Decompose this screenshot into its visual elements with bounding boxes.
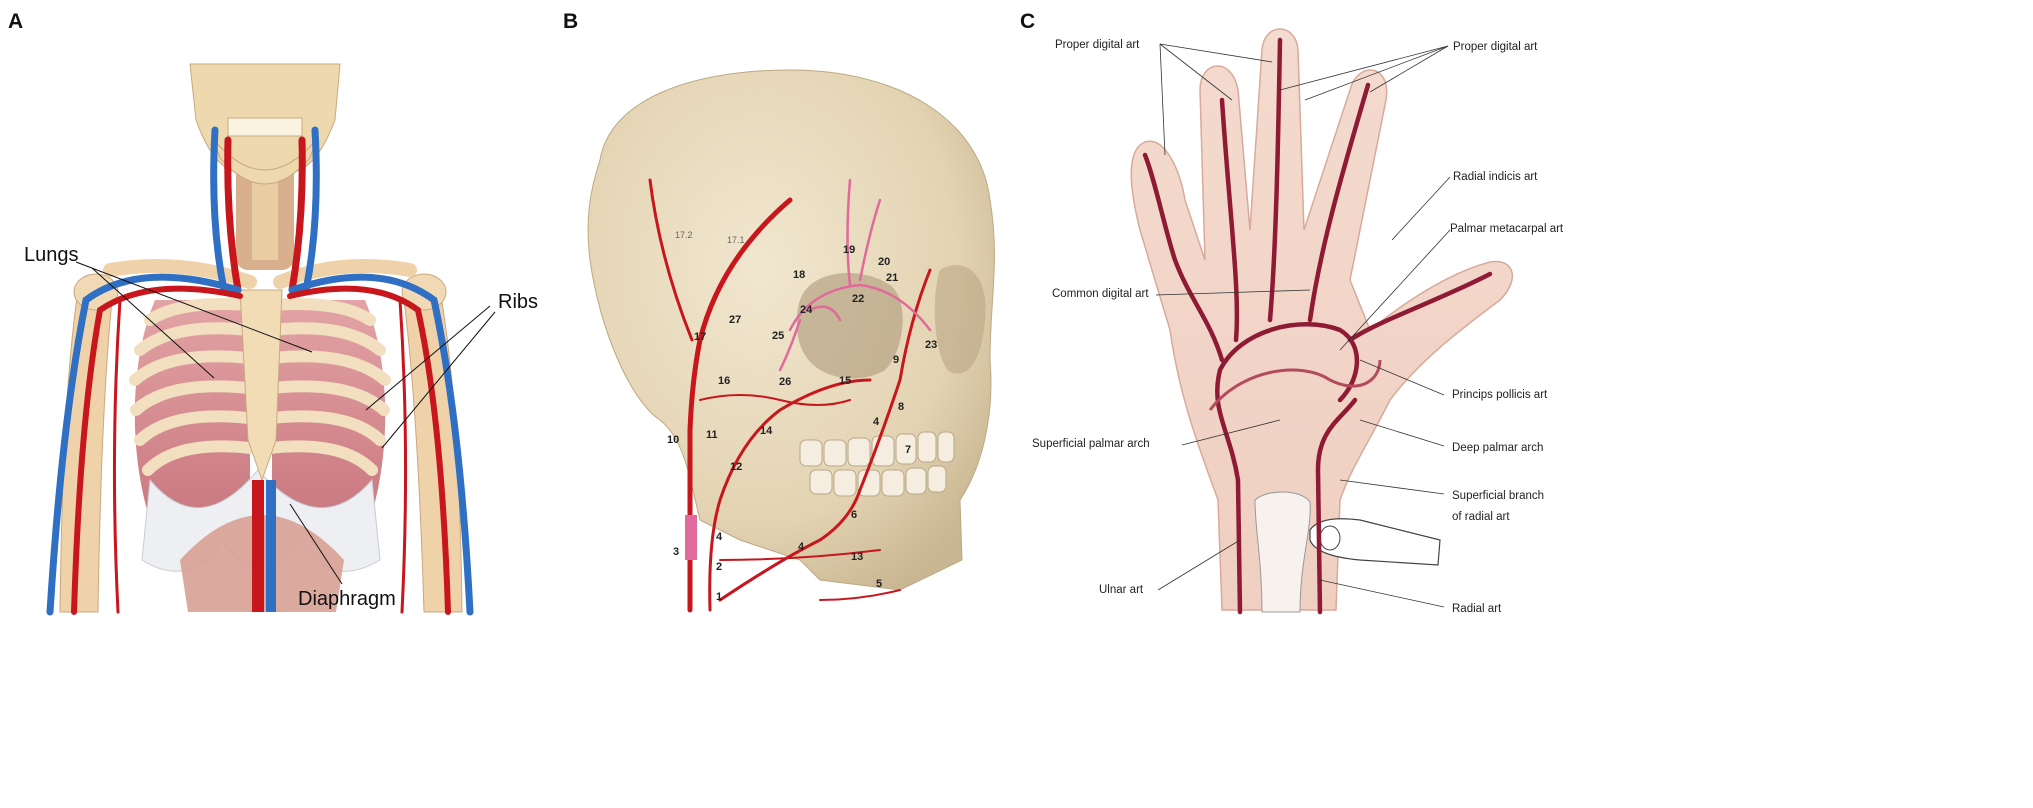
orbit bbox=[796, 273, 903, 379]
hand-illustration bbox=[1130, 28, 1514, 615]
mandible bbox=[213, 139, 317, 185]
label-radial: Radial art bbox=[1452, 603, 1502, 615]
num-6: 6 bbox=[851, 509, 857, 521]
forearm-bone bbox=[1254, 491, 1311, 613]
panel-a-leader-lines bbox=[75, 261, 496, 585]
panel-c-letter: C bbox=[1020, 10, 1035, 33]
label-superficial-branch-line1: Superficial branch bbox=[1452, 490, 1544, 502]
panel-a: A bbox=[8, 10, 538, 616]
num-1: 1 bbox=[716, 591, 722, 603]
skull-numbers: 1 2 3 4 4 4 5 6 7 8 9 10 11 12 13 14 15 … bbox=[667, 230, 937, 603]
label-deep-palmar-arch: Deep palmar arch bbox=[1452, 442, 1543, 454]
carotid-segment-highlight bbox=[685, 515, 697, 560]
label-radial-indicis: Radial indicis art bbox=[1453, 171, 1538, 183]
aorta bbox=[252, 480, 264, 612]
label-superficial-palmar-arch: Superficial palmar arch bbox=[1032, 438, 1150, 450]
num-3: 3 bbox=[673, 546, 679, 558]
num-22: 22 bbox=[852, 293, 864, 305]
examiner-thumb bbox=[1309, 518, 1441, 566]
label-ulnar: Ulnar art bbox=[1099, 584, 1144, 596]
num-4-cheek: 4 bbox=[873, 416, 880, 428]
sternum bbox=[239, 289, 283, 482]
num-17-2: 17.2 bbox=[675, 230, 693, 240]
nasal-cavity bbox=[934, 265, 986, 374]
label-princeps-pollicis: Princips pollicis art bbox=[1452, 389, 1548, 401]
num-25: 25 bbox=[772, 330, 784, 342]
num-11: 11 bbox=[706, 429, 718, 441]
num-18: 18 bbox=[793, 269, 805, 281]
num-26: 26 bbox=[779, 376, 791, 388]
label-proper-digital-left: Proper digital art bbox=[1055, 39, 1140, 51]
panel-b: B bbox=[563, 10, 995, 613]
label-lungs: Lungs bbox=[24, 244, 79, 266]
teeth bbox=[227, 117, 303, 137]
skull-illustration bbox=[587, 69, 995, 613]
panel-a-letter: A bbox=[8, 10, 23, 33]
label-diaphragm: Diaphragm bbox=[298, 588, 396, 610]
arm-vessels bbox=[46, 273, 474, 616]
num-21: 21 bbox=[886, 272, 898, 284]
num-17: 17 bbox=[694, 331, 706, 343]
num-4-neck: 4 bbox=[716, 531, 723, 543]
label-palmar-metacarpal: Palmar metacarpal art bbox=[1450, 223, 1564, 235]
right-arm bbox=[403, 289, 463, 613]
thumbnail bbox=[1319, 525, 1341, 551]
num-4-jaw: 4 bbox=[798, 541, 805, 553]
num-20: 20 bbox=[878, 256, 890, 268]
panel-c: C bbox=[1020, 10, 1564, 615]
deep-arch bbox=[1208, 359, 1382, 411]
num-10: 10 bbox=[667, 434, 679, 446]
num-5: 5 bbox=[876, 578, 882, 590]
num-19: 19 bbox=[843, 244, 855, 256]
num-14: 14 bbox=[760, 425, 773, 437]
facial-arteries bbox=[648, 178, 932, 613]
num-12: 12 bbox=[730, 461, 742, 473]
teeth-row bbox=[799, 431, 955, 497]
hand-arteries bbox=[1142, 37, 1493, 615]
num-23: 23 bbox=[925, 339, 937, 351]
num-15: 15 bbox=[839, 375, 851, 387]
neck-vessels bbox=[210, 126, 320, 294]
num-16: 16 bbox=[718, 375, 730, 387]
num-8: 8 bbox=[898, 401, 904, 413]
num-9: 9 bbox=[893, 354, 899, 366]
figure-canvas: A bbox=[8, 10, 1564, 616]
hand-labels: Proper digital art Proper digital art Ra… bbox=[1032, 39, 1564, 615]
num-7: 7 bbox=[905, 444, 911, 456]
label-superficial-branch-line2: of radial art bbox=[1452, 511, 1510, 523]
ribs bbox=[129, 298, 391, 476]
label-ribs: Ribs bbox=[498, 291, 538, 313]
panel-c-leader-lines bbox=[1155, 43, 1451, 608]
num-13: 13 bbox=[851, 551, 863, 563]
num-27: 27 bbox=[729, 314, 741, 326]
left-arm bbox=[59, 289, 113, 613]
num-24: 24 bbox=[800, 304, 813, 316]
orbital-arteries bbox=[778, 178, 932, 372]
label-common-digital: Common digital art bbox=[1052, 288, 1149, 300]
torso-illustration bbox=[46, 63, 474, 616]
label-proper-digital-right: Proper digital art bbox=[1453, 41, 1538, 53]
num-2: 2 bbox=[716, 561, 722, 573]
vena-cava bbox=[266, 480, 276, 612]
num-17-1: 17.1 bbox=[727, 235, 745, 245]
panel-b-letter: B bbox=[563, 10, 578, 33]
